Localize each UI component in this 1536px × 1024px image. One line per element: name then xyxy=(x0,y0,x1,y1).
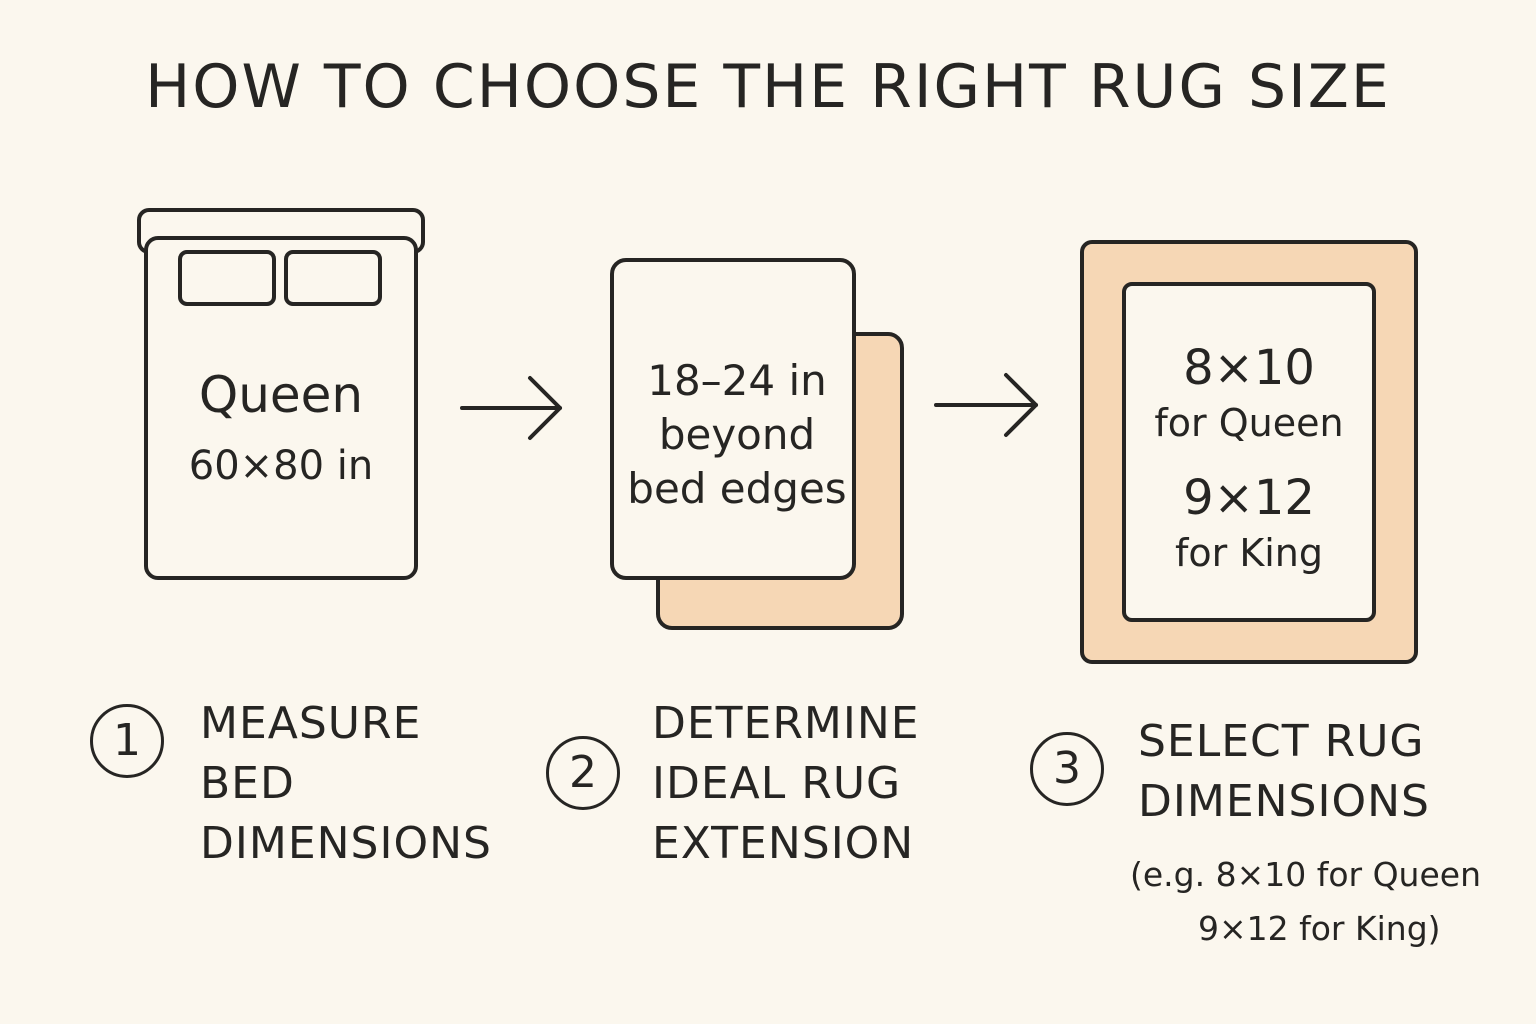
step-3-label: SELECT RUG DIMENSIONS xyxy=(1138,712,1430,832)
bed-icon xyxy=(137,208,425,580)
rug-size-king-label: for King xyxy=(1174,531,1323,575)
step-2-label: DETERMINE IDEAL RUG EXTENSION xyxy=(652,694,920,874)
step-3-note-line: (e.g. 8×10 for Queen xyxy=(1130,855,1481,894)
step-1-label: MEASURE BED DIMENSIONS xyxy=(200,694,492,874)
pillow-left xyxy=(178,250,276,306)
step-2-line: EXTENSION xyxy=(652,818,915,869)
extension-bed-edges: bed edges xyxy=(627,464,847,513)
step-3-line: DIMENSIONS xyxy=(1138,776,1430,827)
pillow-right xyxy=(284,250,382,306)
rug-size-queen: 8×10 xyxy=(1183,340,1315,396)
rug-size-icon xyxy=(1080,240,1418,664)
bed-size-dimensions: 60×80 in xyxy=(188,443,374,489)
extension-distance: 18–24 in xyxy=(647,356,827,405)
step-3-note-line: 9×12 for King) xyxy=(1198,909,1441,948)
step-1-number: 1 xyxy=(90,704,164,778)
extension-beyond: beyond xyxy=(658,410,816,459)
step-2-number: 2 xyxy=(546,736,620,810)
arrow-right-icon xyxy=(934,373,1038,437)
rug-size-king: 9×12 xyxy=(1183,470,1315,526)
bed-size-name: Queen xyxy=(198,366,364,424)
bed-outline-card xyxy=(610,258,856,580)
step-1-line: DIMENSIONS xyxy=(200,818,492,869)
step-3-example-note: (e.g. 8×10 for Queen 9×12 for King) xyxy=(1130,848,1510,956)
rug-size-queen-label: for Queen xyxy=(1154,401,1344,445)
page-title: HOW TO CHOOSE THE RIGHT RUG SIZE xyxy=(145,52,1391,122)
arrow-right-icon xyxy=(460,376,562,440)
step-3-number: 3 xyxy=(1030,732,1104,806)
step-2-line: IDEAL RUG xyxy=(652,758,902,809)
step-3-line: SELECT RUG xyxy=(1138,716,1425,767)
step-2-line: DETERMINE xyxy=(652,698,920,749)
step-1-line: MEASURE xyxy=(200,698,422,749)
step-1-line: BED xyxy=(200,758,295,809)
rug-inner xyxy=(1122,282,1376,622)
rug-extension-icon xyxy=(610,258,904,630)
bed-frame xyxy=(144,236,418,580)
